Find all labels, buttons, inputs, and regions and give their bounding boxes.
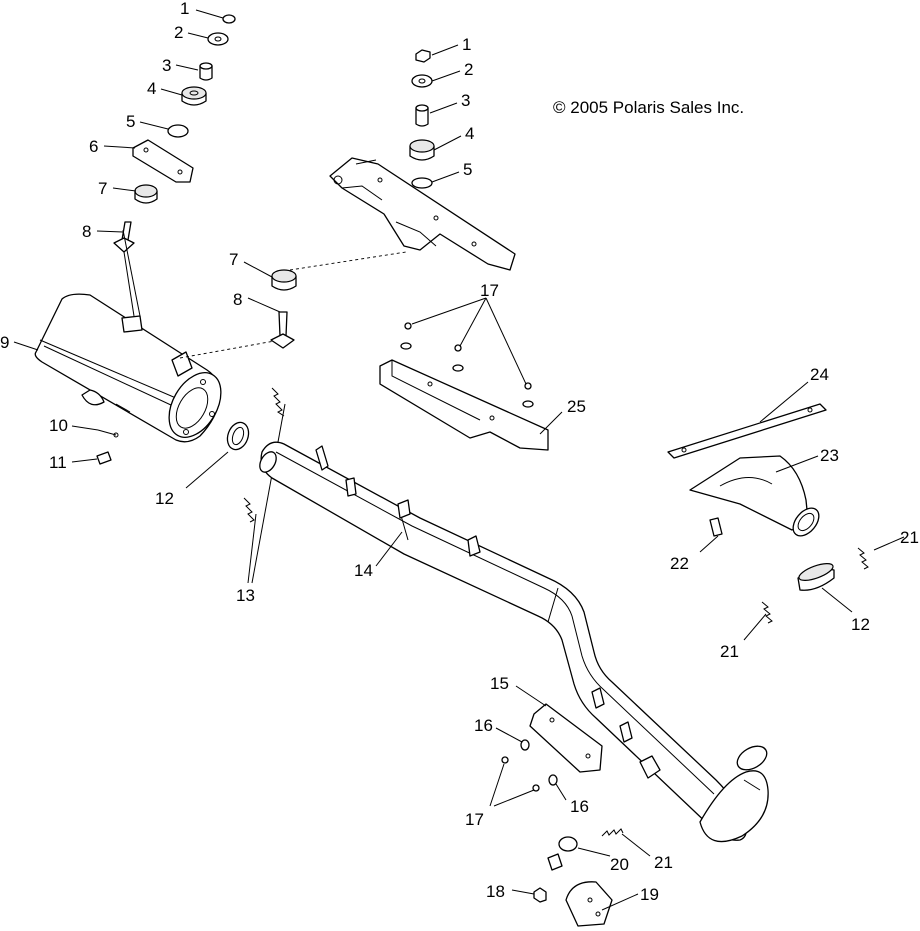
spring-part-10	[71, 425, 119, 438]
callout-5b: 5	[463, 160, 472, 179]
callout-4b: 4	[465, 124, 474, 143]
grommet-part-4b	[409, 139, 435, 161]
washer-part-2b	[411, 74, 433, 88]
callout-1b: 1	[462, 35, 471, 54]
callout-22: 22	[670, 554, 689, 573]
heat-shield-part-25	[379, 359, 563, 451]
callout-2b: 2	[464, 60, 473, 79]
callout-5a: 5	[126, 112, 135, 131]
callout-4a: 4	[147, 79, 156, 98]
frame-rail	[329, 157, 516, 271]
bolt-part-8b	[247, 297, 295, 349]
right-hardware-stack	[409, 44, 462, 189]
callout-17b: 17	[465, 810, 484, 829]
callout-16a: 16	[474, 716, 493, 735]
shield-part-15	[515, 685, 603, 773]
callout-8b: 8	[233, 290, 242, 309]
callout-21a: 21	[900, 528, 919, 547]
callout-12b: 12	[851, 615, 870, 634]
grommet-part-20	[547, 836, 611, 871]
callout-21b: 21	[720, 642, 739, 661]
oring-part-5a	[167, 124, 189, 138]
nuts-part-17a	[400, 297, 534, 408]
muffler-part-9	[34, 293, 222, 443]
callout-6: 6	[89, 137, 98, 156]
copyright-text: © 2005 Polaris Sales Inc.	[553, 98, 744, 117]
bracket-part-6	[132, 139, 194, 183]
nut-part-1a	[222, 14, 236, 24]
callout-19: 19	[640, 885, 659, 904]
bracket-part-19	[565, 881, 639, 927]
callout-16b: 16	[570, 797, 589, 816]
callout-18: 18	[486, 882, 505, 901]
callout-11: 11	[49, 453, 67, 472]
callout-24: 24	[810, 365, 829, 384]
callout-23: 23	[820, 446, 839, 465]
callout-15: 15	[490, 674, 509, 693]
callout-1a: 1	[180, 0, 189, 18]
callout-20: 20	[610, 855, 629, 874]
sleeve-part-3a	[199, 62, 213, 81]
callout-7a: 7	[98, 179, 107, 198]
callout-3b: 3	[461, 91, 470, 110]
gasket-part-24	[667, 381, 827, 459]
spring-part-21b	[743, 601, 773, 641]
nuts-part-17b	[489, 756, 540, 807]
spring-part-21a	[857, 536, 905, 570]
head-pipe-part-14	[259, 441, 769, 843]
washers-part-16	[495, 727, 567, 801]
gasket-part-12a	[185, 421, 250, 489]
grommet-part-7b	[243, 261, 297, 291]
stud-part-22	[699, 517, 723, 553]
callout-12a: 12	[155, 489, 174, 508]
callout-25: 25	[567, 397, 586, 416]
callout-17a: 17	[480, 281, 499, 300]
plug-part-11	[71, 451, 112, 465]
sleeve-part-3b	[415, 104, 429, 127]
left-hardware-stack	[96, 9, 236, 253]
manifold-part-23	[689, 455, 820, 537]
spring-part-21c	[601, 828, 651, 857]
grommet-part-7a	[134, 184, 158, 204]
spring-part-13	[243, 387, 286, 584]
washer-part-2a	[207, 32, 229, 46]
callout-13: 13	[236, 586, 255, 605]
callout-14: 14	[354, 561, 373, 580]
callout-2a: 2	[174, 23, 183, 42]
callout-21c: 21	[654, 853, 673, 872]
nut-part-18	[511, 887, 547, 903]
oring-part-5b	[411, 177, 433, 189]
callout-3a: 3	[162, 56, 171, 75]
callout-9: 9	[0, 333, 9, 352]
callout-7b: 7	[229, 250, 238, 269]
nut-part-1b	[415, 49, 431, 63]
callout-8a: 8	[82, 222, 91, 241]
callout-10: 10	[49, 416, 68, 435]
gasket-part-12b	[797, 563, 853, 613]
grommet-part-4a	[181, 86, 207, 106]
